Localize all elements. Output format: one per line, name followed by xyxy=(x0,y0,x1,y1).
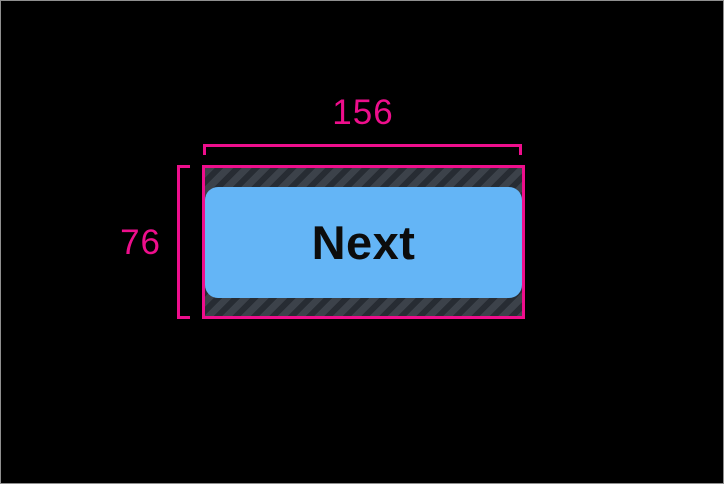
height-dimension-label: 76 xyxy=(120,223,161,262)
width-measure-bracket xyxy=(203,144,522,155)
height-measure-bracket xyxy=(177,165,190,319)
next-button[interactable]: Next xyxy=(205,186,522,298)
measured-element-outline: Next xyxy=(202,165,525,319)
width-dimension-label: 156 xyxy=(332,93,394,132)
